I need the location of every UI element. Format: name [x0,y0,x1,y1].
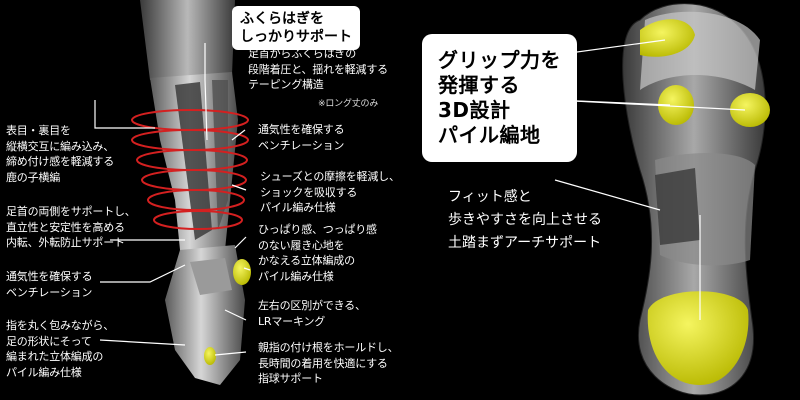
leader-lines [94,43,251,356]
ventilation-lower-note: 通気性を確保する ベンチレーション [6,270,93,299]
calf-support-body: 足首からふくらはぎの 段階着圧と、揺れを軽減する テーピング構造 [248,47,388,91]
heel-grip-yellow [647,291,749,385]
shock-absorb-note: シューズとの摩擦を軽減し、 ショックを吸収する パイル編み仕様 [260,170,400,214]
calf-support-title: ふくらはぎを しっかりサポート [232,6,360,50]
ankle-pad-yellow [233,259,251,285]
lr-marking-note: 左右の区別ができる、 LRマーキング [258,299,366,328]
fit-3d-note: ひっぱり感、つっぱり感 のない履き心地を かなえる立体編成の パイル編み仕様 [258,223,377,283]
ball-grip-yellow-right [730,93,770,127]
ventilation-upper-note: 通気性を確保する ベンチレーション [258,123,345,152]
toe-support-note: 親指の付け根をホールドし、 長時間の着用を快適にする 指球サポート [258,341,399,385]
arch-support-dark [655,168,700,245]
heel-ventilation [190,258,232,295]
compression-rings [131,109,249,230]
long-length-note: ※ロング丈のみ [318,99,379,109]
ankle-support-note: 足首の両側をサポートし、 直立性と安定性を高める 内転、外転防止サポート [6,205,136,249]
ball-grip-yellow-left [658,85,694,125]
cross-knit-note: 表目・裏目を 縦横交互に編み込み、 締め付け感を軽減する 鹿の子横編 [6,124,114,184]
toe-wrap-note: 指を丸く包みながら、 足の形状にそって 編まれた立体編成の パイル編み仕様 [6,319,114,379]
taping-band [175,82,212,240]
leg-skin [140,0,235,80]
toe-pad-yellow [204,347,216,365]
toe-grip-yellow [640,19,695,57]
grip-3d-title: グリップ力を 発揮する 3D設計 パイル編地 [422,34,577,162]
arch-support-note: フィット感と 歩きやすさを向上させる 土踏まずアーチサポート [448,189,602,251]
